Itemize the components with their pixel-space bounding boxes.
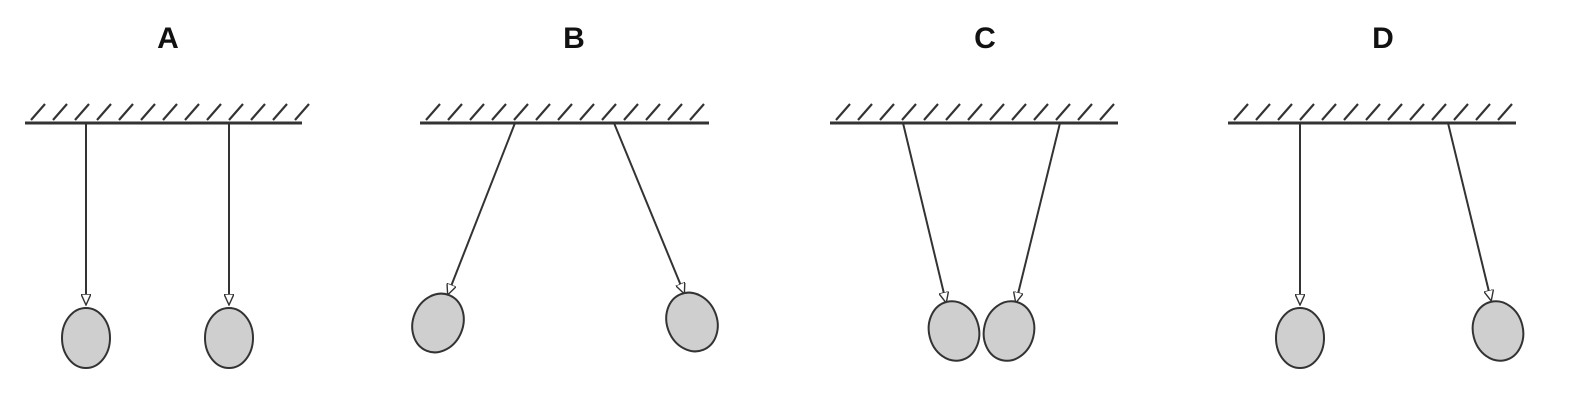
hatch-mark <box>945 103 961 121</box>
hatch-mark <box>645 103 661 121</box>
pendulum-panel-b <box>411 103 719 354</box>
hatch-mark <box>140 103 156 121</box>
hatch-mark <box>162 103 178 121</box>
hatch-mark <box>206 103 222 121</box>
hatch-mark <box>923 103 939 121</box>
panel-label-a: A <box>157 22 179 55</box>
hatch-mark <box>30 103 46 121</box>
pendulum-ball-2 <box>204 307 254 369</box>
hatch-mark <box>1497 103 1513 121</box>
hatch-mark <box>1077 103 1093 121</box>
hatch-mark <box>1409 103 1425 121</box>
hatch-mark <box>1387 103 1403 121</box>
hatch-mark <box>1299 103 1315 121</box>
hatch-mark <box>118 103 134 121</box>
hatch-mark <box>1099 103 1115 121</box>
hatch-mark <box>1321 103 1337 121</box>
hatch-mark <box>579 103 595 121</box>
hatch-mark <box>228 103 244 121</box>
pendulum-string-2 <box>1016 122 1061 302</box>
hatch-mark <box>989 103 1005 121</box>
hatch-mark <box>623 103 639 121</box>
hatch-mark <box>901 103 917 121</box>
hatch-mark <box>557 103 573 121</box>
hatch-mark <box>1453 103 1469 121</box>
ceiling-hatching <box>835 103 1115 121</box>
pendulum-panel-a <box>25 103 310 369</box>
hatch-mark <box>1365 103 1381 121</box>
pendulum-panel-c <box>830 103 1118 362</box>
pendulum-ball-2 <box>665 291 719 353</box>
pendulum-ball-1 <box>1275 307 1325 369</box>
panel-label-b: B <box>563 22 585 55</box>
hatch-mark <box>1343 103 1359 121</box>
hatch-mark <box>1055 103 1071 121</box>
hatch-mark <box>294 103 310 121</box>
hatch-mark <box>1431 103 1447 121</box>
pendulum-ball-2 <box>982 300 1036 362</box>
hatch-mark <box>879 103 895 121</box>
hatch-mark <box>1255 103 1271 121</box>
hatch-mark <box>1233 103 1249 121</box>
pendulum-panel-d <box>1228 103 1525 369</box>
panel-label-c: C <box>974 22 996 55</box>
pendulum-string-1 <box>902 122 946 302</box>
hatch-mark <box>96 103 112 121</box>
hatch-mark <box>1277 103 1293 121</box>
pendulum-ball-1 <box>927 300 981 362</box>
hatch-mark <box>447 103 463 121</box>
hatch-mark <box>967 103 983 121</box>
hatch-mark <box>1011 103 1027 121</box>
hatch-mark <box>52 103 68 121</box>
hatch-mark <box>667 103 683 121</box>
panel-label-d: D <box>1372 22 1394 55</box>
hatch-mark <box>535 103 551 121</box>
hatch-mark <box>1475 103 1491 121</box>
hatch-mark <box>835 103 851 121</box>
panels-layer <box>25 103 1525 369</box>
hatch-mark <box>513 103 529 121</box>
hatch-mark <box>1033 103 1049 121</box>
pendulum-ball-1 <box>61 307 111 369</box>
hatch-mark <box>491 103 507 121</box>
ceiling-hatching <box>30 103 310 121</box>
pendulum-string-1 <box>448 122 516 294</box>
pendulum-ball-1 <box>411 292 465 354</box>
hatch-mark <box>184 103 200 121</box>
pendulum-string-2 <box>1447 122 1491 300</box>
hatch-mark <box>250 103 266 121</box>
hatch-mark <box>857 103 873 121</box>
hatch-mark <box>469 103 485 121</box>
ceiling-hatching <box>1233 103 1513 121</box>
pendulum-ball-2 <box>1471 300 1525 362</box>
hatch-mark <box>425 103 441 121</box>
ceiling-hatching <box>425 103 705 121</box>
hatch-mark <box>74 103 90 121</box>
hatch-mark <box>272 103 288 121</box>
pendulum-string-2 <box>613 122 684 293</box>
hatch-mark <box>601 103 617 121</box>
hatch-mark <box>689 103 705 121</box>
